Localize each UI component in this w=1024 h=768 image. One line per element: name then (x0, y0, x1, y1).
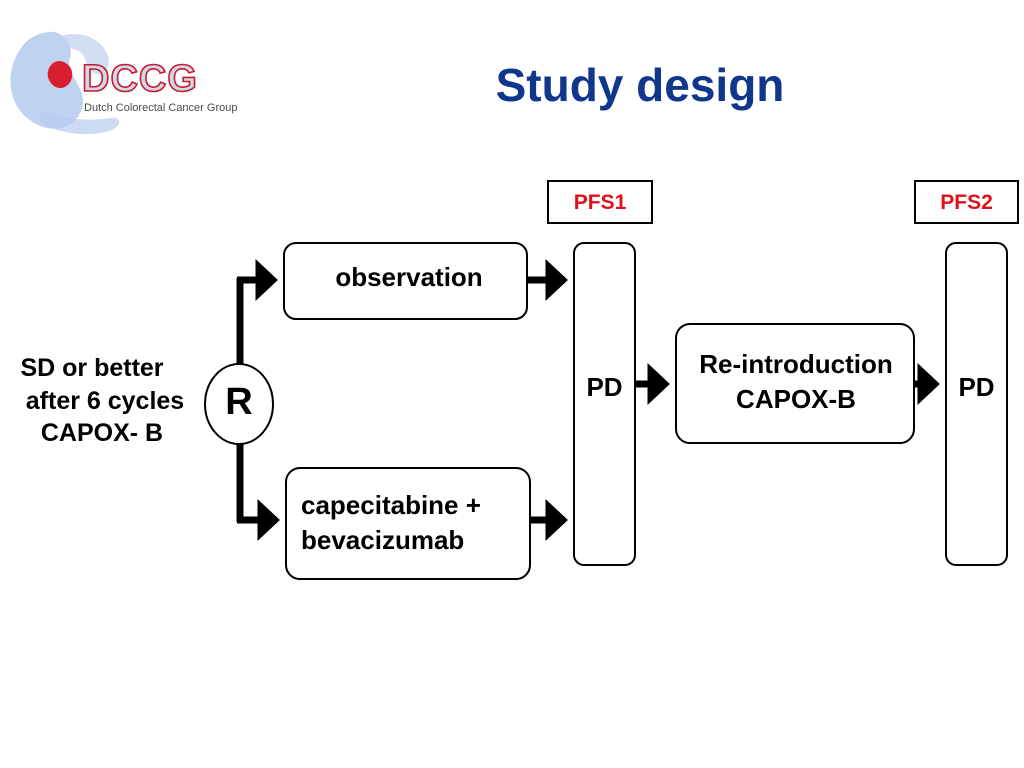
treatment-label: capecitabine + bevacizumab (301, 488, 531, 558)
logo-map-graphic (10, 31, 120, 135)
entry-line-2: after 6 cycles (25, 386, 185, 415)
randomization-label: R (225, 381, 253, 423)
pfs2-box (914, 180, 1019, 224)
entry-line-1: SD or better (20, 354, 164, 382)
reintroduction-box (675, 323, 915, 444)
pfs1-label: PFS1 (573, 191, 627, 214)
page-title: Study design (495, 59, 785, 111)
pd2-label: PD (958, 372, 995, 402)
treatment-box (285, 467, 531, 580)
pfs1-box (547, 180, 653, 224)
reintroduction-line-1: Re-introduction (699, 349, 893, 379)
treatment-line-1: capecitabine + (301, 490, 481, 520)
treatment-line-2: bevacizumab (301, 525, 465, 556)
logo-subtitle: Dutch Colorectal Cancer Group (84, 102, 238, 114)
dccg-logo: DCCG Dutch Colorectal Cancer Group (0, 0, 260, 150)
pd2-box (945, 242, 1008, 566)
observation-label: observation (335, 262, 483, 292)
pd1-label: PD (586, 372, 623, 402)
entry-criteria-label: SD or better after 6 cycles CAPOX- B (0, 352, 210, 450)
reintroduction-label: Re-introduction CAPOX-B (676, 347, 916, 417)
pfs2-label: PFS2 (940, 191, 993, 214)
entry-line-3: CAPOX- B (40, 419, 164, 447)
reintroduction-line-2: CAPOX-B (736, 384, 856, 415)
logo-wordmark: DCCG (81, 58, 198, 100)
pd1-box (573, 242, 636, 566)
observation-box (283, 242, 528, 320)
